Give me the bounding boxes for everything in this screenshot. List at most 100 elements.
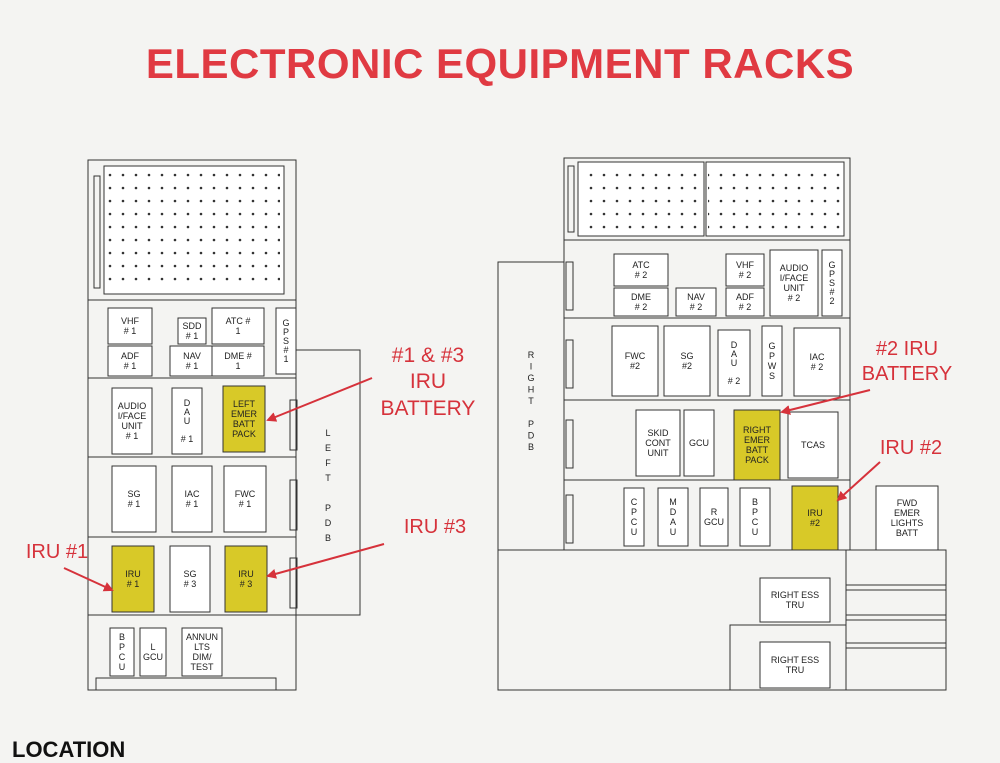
unit-sg2: SG#2	[663, 325, 711, 397]
unit-atc2: ATC# 2	[613, 253, 669, 287]
unit-label-line: S	[283, 336, 289, 346]
unit-label-line: L	[150, 642, 155, 652]
unit-box	[613, 253, 669, 287]
pdb-label-letter: P	[528, 419, 534, 429]
unit-label-line: D	[670, 507, 677, 517]
unit-label-line: I/FACE	[118, 411, 147, 421]
unit-sdd1: SDD# 1	[177, 317, 207, 345]
unit-label-line: #2	[810, 518, 820, 528]
unit-label-line: #2	[630, 361, 640, 371]
unit-label-line: ADF	[736, 292, 755, 302]
unit-gcu: GCU	[683, 409, 715, 477]
unit-iac1: IAC# 1	[171, 465, 213, 533]
unit-label-line: TEST	[190, 662, 214, 672]
unit-label-line: # 2	[788, 293, 801, 303]
unit-box	[657, 487, 689, 547]
unit-label-line: # 1	[181, 434, 194, 444]
unit-label-line: C	[631, 497, 638, 507]
unit-label-line: LIGHTS	[891, 518, 924, 528]
unit-label-line: 1	[283, 354, 288, 364]
pdb-label-letter: L	[325, 428, 330, 438]
unit-label-line: EMER	[894, 508, 921, 518]
annotation-iru2: IRU #2	[879, 437, 943, 459]
unit-box	[821, 249, 843, 317]
pdb-label-letter: T	[325, 473, 331, 483]
unit-tcas: TCAS	[787, 411, 839, 479]
unit-label-line: # 1	[239, 499, 252, 509]
unit-label-line: A	[184, 407, 190, 417]
unit-label-line: SKID	[647, 428, 669, 438]
arrow-to-right-emer-batt	[780, 389, 871, 415]
unit-label-line: GCU	[689, 438, 709, 448]
unit-label-line: G	[768, 341, 775, 351]
arrow-to-iru3	[266, 543, 385, 579]
unit-label-line: FWC	[235, 489, 256, 499]
unit-box	[663, 325, 711, 397]
unit-box	[759, 641, 831, 689]
unit-box	[224, 545, 268, 613]
unit-iru1: IRU# 1	[111, 545, 155, 613]
unit-box	[107, 307, 153, 345]
unit-label-line: # 1	[124, 361, 137, 371]
unit-box	[611, 325, 659, 397]
unit-box	[675, 287, 717, 317]
unit-box	[613, 287, 669, 317]
unit-label-line: G	[828, 260, 835, 270]
unit-label-line: 1	[235, 326, 240, 336]
unit-box	[171, 387, 203, 455]
unit-label-line: W	[768, 361, 777, 371]
unit-vhf2: VHF# 2	[725, 253, 765, 287]
unit-sg1: SG# 1	[111, 465, 157, 533]
unit-label-line: IAC	[184, 489, 200, 499]
unit-label-line: G	[282, 318, 289, 328]
unit-label-line: 1	[235, 361, 240, 371]
pdb-label-letter: D	[325, 518, 332, 528]
unit-box	[171, 465, 213, 533]
unit-nav2: NAV# 2	[675, 287, 717, 317]
unit-label-line: P	[769, 351, 775, 361]
unit-label-line: D	[184, 398, 191, 408]
unit-label-line: BATT	[233, 419, 256, 429]
unit-label-line: TRU	[786, 600, 805, 610]
unit-fwc1: FWC# 1	[223, 465, 267, 533]
unit-box	[111, 465, 157, 533]
unit-label-line: C	[119, 652, 126, 662]
unit-label-line: EMER	[744, 435, 771, 445]
unit-label-line: # 2	[635, 270, 648, 280]
unit-label-line: AUDIO	[780, 263, 809, 273]
unit-label-line: #2	[682, 361, 692, 371]
unit-label-line: LTS	[194, 642, 210, 652]
unit-label-line: 2	[829, 296, 834, 306]
unit-label-line: ANNUN	[186, 632, 218, 642]
pdb-label-letter: T	[528, 396, 534, 406]
unit-box	[739, 487, 771, 547]
pdb-label-letter: G	[527, 373, 534, 383]
unit-box	[623, 487, 645, 547]
unit-label-line: # 1	[124, 326, 137, 336]
unit-iru2: IRU#2	[791, 485, 839, 551]
unit-box	[181, 627, 223, 677]
unit-label-line: IAC	[809, 352, 825, 362]
pdb-label-letter: H	[528, 385, 535, 395]
unit-label-line: D	[731, 340, 738, 350]
unit-label-line: # 2	[811, 362, 824, 372]
unit-iru3: IRU# 3	[224, 545, 268, 613]
unit-box	[177, 317, 207, 345]
unit-box	[791, 485, 839, 551]
unit-box	[222, 385, 266, 453]
unit-box	[683, 409, 715, 477]
unit-box	[111, 545, 155, 613]
unit-box	[875, 485, 939, 551]
pdb-label-letter: B	[325, 533, 331, 543]
unit-label-line: S	[769, 371, 775, 381]
unit-label-line: # 1	[128, 499, 141, 509]
unit-dau2: DAU# 2	[717, 329, 751, 397]
unit-box	[275, 307, 297, 375]
